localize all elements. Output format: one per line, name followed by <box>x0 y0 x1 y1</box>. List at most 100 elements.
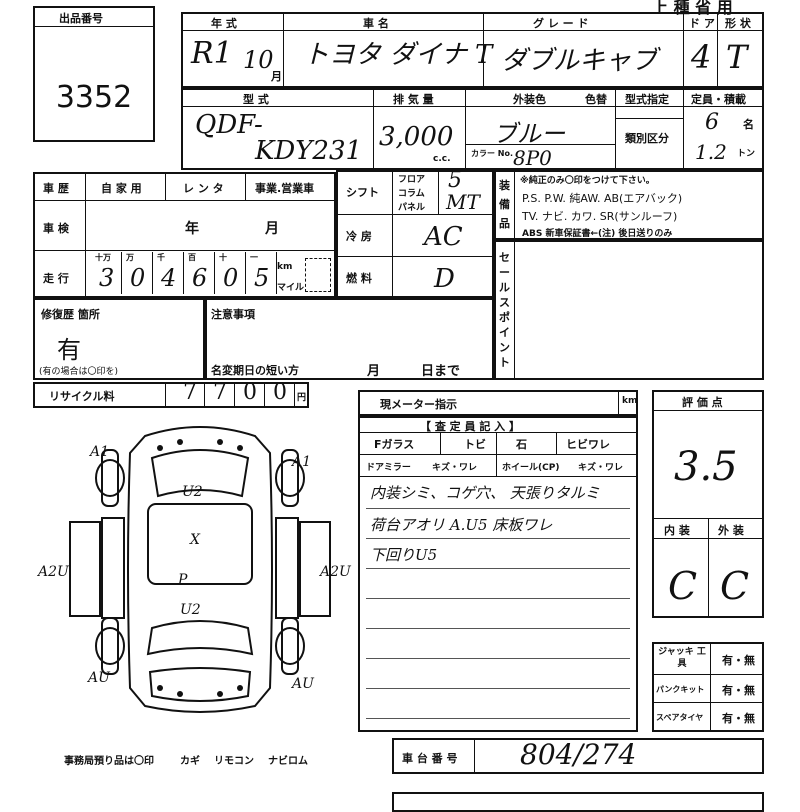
mark-front-left: A1 <box>88 444 109 460</box>
repair-block: 修復歴 箇所 有 (有の場合は〇印を) <box>33 298 205 380</box>
model-line1: QDF- <box>195 110 263 140</box>
ruled-line <box>366 508 630 509</box>
shift-opt-column[interactable]: コラム <box>398 189 425 199</box>
lot-number-box: 出品番号 3352 <box>33 6 155 142</box>
score-label: 評 価 点 <box>682 396 723 409</box>
history-opt3[interactable]: 事業.営業車 <box>255 182 315 195</box>
mark-rear-right: AU <box>290 676 315 692</box>
inspection-label: 車 検 <box>43 222 69 235</box>
office-remote[interactable]: リモコン <box>214 756 254 767</box>
mileage-digit-label: 万 <box>126 253 134 262</box>
equipment-line3[interactable]: ABS 新車保証書←(注) 後日送りのみ <box>522 229 673 239</box>
ruled-line <box>366 718 630 719</box>
mileage-check-box[interactable] <box>305 258 331 292</box>
interior-label: 内 装 <box>664 524 690 537</box>
capacity-label: 定員・積載 <box>691 93 746 106</box>
year-month-unit: 月 <box>271 70 282 83</box>
lot-number: 3352 <box>55 80 133 115</box>
inspection-month: 月 <box>265 221 279 237</box>
maker-label: 車 名 <box>363 17 389 30</box>
mileage-digit: 5 <box>254 264 270 292</box>
displacement-label: 排 気 量 <box>393 93 434 106</box>
car-damage-diagram: A1 A1 U2 X P U2 A2U A2U AU AU <box>36 426 352 713</box>
lot-number-label: 出品番号 <box>59 12 103 25</box>
equipment-line1[interactable]: P.S. P.W. 純AW. AB(エアバック) <box>522 192 683 205</box>
wheel-label: ホイール(CP) <box>502 463 560 473</box>
mirror-label: ドアミラー <box>366 463 411 473</box>
f-glass-chip[interactable]: トビ <box>464 438 486 451</box>
f-glass-crack[interactable]: ヒビワレ <box>566 438 610 451</box>
recycle-digit-cell: 0 <box>235 380 265 406</box>
notes-block: 注意事項 名変期日の短い方 月 日まで <box>205 298 494 380</box>
remark-line1: 内装シミ、コゲ穴、 天張りタルミ <box>370 484 600 502</box>
meter-unit: km <box>622 396 638 406</box>
ruled-line <box>366 538 630 539</box>
capacity-load: 1.2 <box>695 140 727 164</box>
color-code: 8P0 <box>513 146 552 170</box>
score-block: 評 価 点 3.5 内 装 外 装 C C <box>652 390 764 618</box>
repair-value: 有 <box>57 336 81 364</box>
mileage-digit-label: 十万 <box>95 253 111 262</box>
history-opt2[interactable]: レ ン タ <box>183 182 224 195</box>
exterior-grade: C <box>720 564 750 608</box>
f-glass-stone[interactable]: 石 <box>516 438 527 451</box>
mileage-digit-label: 十 <box>219 253 227 262</box>
mark-right-side: A2U <box>318 564 352 580</box>
puncture-option[interactable]: 有・無 <box>722 684 755 697</box>
inspector-title: 【 査 定 員 記 入 】 <box>420 420 520 433</box>
capacity-persons-unit: 名 <box>743 118 754 131</box>
name-change-day: 日まで <box>421 364 461 379</box>
mileage-digit: 4 <box>161 264 177 292</box>
spare-option[interactable]: 有・無 <box>722 712 755 725</box>
shift-value2: MT <box>446 190 480 214</box>
maker-value: トヨタ ダイナ T <box>303 40 493 70</box>
score-value: 3.5 <box>674 444 738 490</box>
model-line2: KDY231 <box>255 136 363 166</box>
mileage-digit: 3 <box>99 264 115 292</box>
remark-line2: 荷台アオリ A.U5 床板ワレ <box>370 516 553 534</box>
mileage-digit-label: 百 <box>188 253 196 262</box>
mark-bed: P <box>177 572 188 588</box>
ruled-line <box>366 598 630 599</box>
shape-value: T <box>726 38 748 76</box>
fuel-label: 燃 料 <box>346 272 372 285</box>
color-value: ブルー <box>493 120 565 148</box>
equipment-line2[interactable]: TV. ナビ. カワ. SR(サンルーフ) <box>522 210 678 223</box>
name-change-label: 名変期日の短い方 <box>211 364 299 377</box>
mileage-digit-cell[interactable]: 十万 3 <box>91 252 122 294</box>
shift-opt-floor[interactable]: フロア <box>398 175 426 185</box>
mileage-digit: 6 <box>192 264 208 292</box>
jack-option[interactable]: 有・無 <box>722 654 755 667</box>
ac-value: AC <box>424 222 463 252</box>
shift-opt-panel[interactable]: パネル <box>398 203 426 213</box>
meter-label: 現メーター指示 <box>380 398 457 411</box>
history-opt1[interactable]: 自 家 用 <box>101 182 142 195</box>
office-navi[interactable]: ナビロム <box>268 756 308 767</box>
shift-value: 5 <box>448 168 462 193</box>
office-key[interactable]: カギ <box>180 756 200 767</box>
repair-label: 修復歴 箇所 <box>41 308 100 321</box>
recycle-digit: 0 <box>243 380 257 405</box>
mark-hood: U2 <box>182 484 203 500</box>
divider <box>35 26 153 27</box>
remark-line3: 下回りU5 <box>370 546 438 564</box>
mirror-value[interactable]: キズ・ワレ <box>432 463 478 473</box>
ac-label: 冷 房 <box>346 230 372 243</box>
f-glass-label: Fガラス <box>374 438 415 451</box>
sales-point-block: セールスポイント <box>494 240 764 380</box>
recycle-digit: 7 <box>183 380 197 405</box>
office-label: 事務局預り品は〇印 <box>64 756 154 767</box>
mark-rear: U2 <box>180 602 201 618</box>
year-month: 10 <box>243 46 274 74</box>
displacement-value: 3,000 <box>379 122 454 152</box>
mileage-digit: 0 <box>130 264 146 292</box>
inspector-block: 【 査 定 員 記 入 】 Fガラス トビ 石 ヒビワレ ドアミラー キズ・ワレ… <box>358 416 638 732</box>
wheel-value[interactable]: キズ・ワレ <box>578 463 624 473</box>
mark-rear-left: AU <box>86 670 111 686</box>
